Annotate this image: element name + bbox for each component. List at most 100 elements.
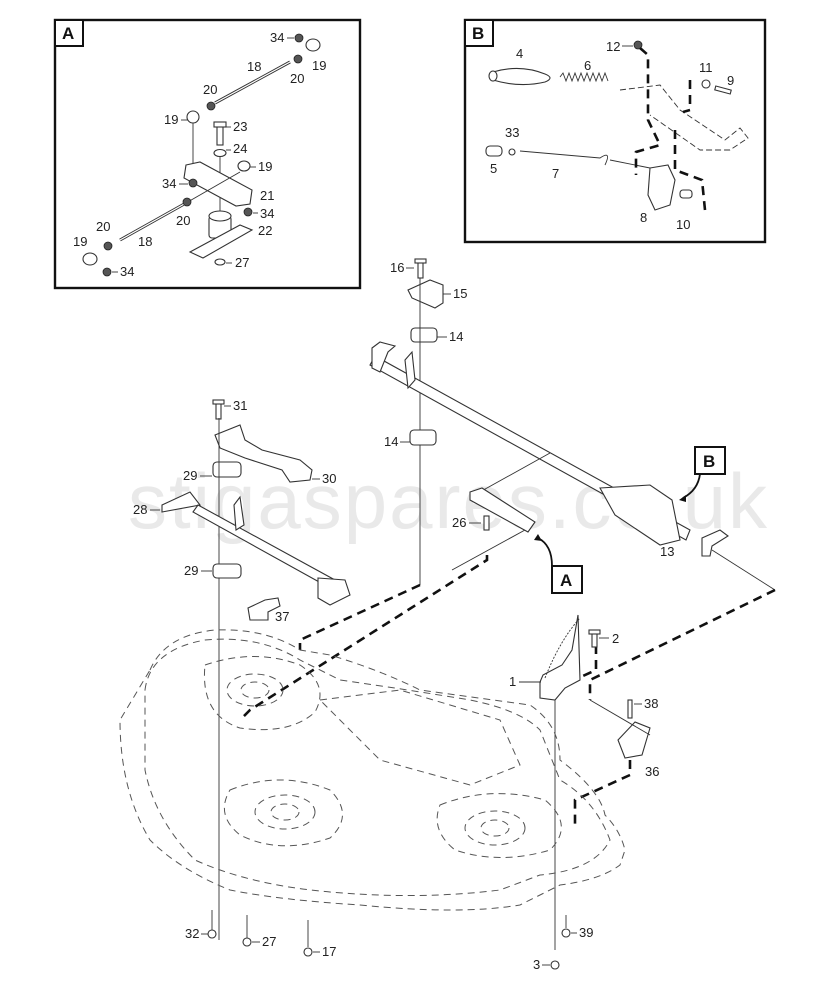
clamp-29-upper [212,461,242,478]
label-39: 39 [579,925,593,940]
label-19: 19 [258,159,272,174]
nut-27 [242,937,252,947]
lift-arm-28 [161,491,201,513]
plate-21 [183,161,253,207]
label-24: 24 [233,141,247,156]
bolt-31 [215,402,222,420]
deck-top-plate [318,689,521,786]
label-27: 27 [262,934,276,949]
label-12: 12 [606,39,620,54]
washer-27-box-a [214,258,226,266]
nut-34-left [188,178,198,188]
label-21: 21 [260,188,274,203]
nut-39 [561,928,571,938]
label-26: 26 [452,515,466,530]
label-34: 34 [162,176,176,191]
label-2: 2 [612,631,619,646]
label-29: 29 [183,468,197,483]
label-34: 34 [270,30,284,45]
label-15: 15 [453,286,467,301]
callout-marker-b-label: B [703,452,715,471]
nut-17 [303,947,313,957]
label-7: 7 [552,166,559,181]
label-14: 14 [449,329,463,344]
nut-34-bottom [102,267,112,277]
spring-6 [559,71,609,83]
label-34: 34 [120,264,134,279]
mower-deck [119,629,626,911]
label-23: 23 [233,119,247,134]
lever-outline [619,84,749,151]
detail-box-a-tag [54,19,84,47]
label-4: 4 [516,46,523,61]
bracket-36 [617,721,651,759]
nut-32 [207,929,217,939]
bolt-38 [627,699,633,719]
nut-34-top [294,33,304,43]
nut-20-upper-left [206,101,216,111]
detail-box-a-label: A [62,24,74,43]
nut-3 [550,960,560,970]
label-17: 17 [322,944,336,959]
nut-12 [633,40,643,50]
height-segment-1 [539,614,581,701]
label-38: 38 [644,696,658,711]
label-32: 32 [185,926,199,941]
rod-7 [519,150,609,166]
assembly-guide-b2 [682,80,692,114]
label-36: 36 [645,764,659,779]
label-13: 13 [660,544,674,559]
clamp-29-lower [212,563,242,579]
nut-20-lower-left [103,241,113,251]
ball-joint-19-bottom [82,252,98,266]
ball-joint-19-mid [186,110,200,124]
label-20: 20 [176,213,190,228]
handle-grip-4 [492,67,551,86]
bushing-5 [485,145,503,157]
label-20: 20 [290,71,304,86]
label-33: 33 [505,125,519,140]
bolt-9 [714,85,732,95]
ball-joint-19-top [305,38,321,52]
bracket-30 [214,424,313,483]
bolt-2 [591,632,598,648]
assembly-guide-5 [573,760,632,825]
blade-spindle-right [436,793,562,858]
label-20: 20 [96,219,110,234]
label-37: 37 [275,609,289,624]
detail-box-b-label: B [472,24,484,43]
label-5: 5 [490,161,497,176]
washer-33 [508,148,516,156]
label-1: 1 [509,674,516,689]
assembly-guide-1 [298,583,421,650]
bracket-37 [247,597,281,621]
bolt-16 [417,261,424,279]
assembly-guide-b1 [634,47,662,175]
detail-box-a: A 34 19 18 [53,18,362,290]
callout-marker-a-label: A [560,571,572,590]
assembly-guide-b3 [673,130,707,211]
detail-box-a-frame [53,18,362,290]
label-19: 19 [312,58,326,73]
label-16: 16 [390,260,404,275]
nut-34-right [243,207,253,217]
label-9: 9 [727,73,734,88]
label-14: 14 [384,434,398,449]
blade-spindle-center [223,779,343,847]
bracket-8 [647,164,676,211]
label-18: 18 [247,59,261,74]
label-29: 29 [184,563,198,578]
washer-24 [213,148,227,158]
blade-spindle-left [203,656,321,731]
label-27: 27 [235,255,249,270]
plate-15 [407,279,444,309]
label-34: 34 [260,206,274,221]
assembly-guide-3 [588,588,776,700]
callout-marker-a [551,565,583,594]
ball-joint-19-right [237,160,251,172]
bolt-23 [216,124,224,146]
nut-20-lower-right [182,197,192,207]
lift-lever-b [599,484,681,546]
label-19: 19 [164,112,178,127]
